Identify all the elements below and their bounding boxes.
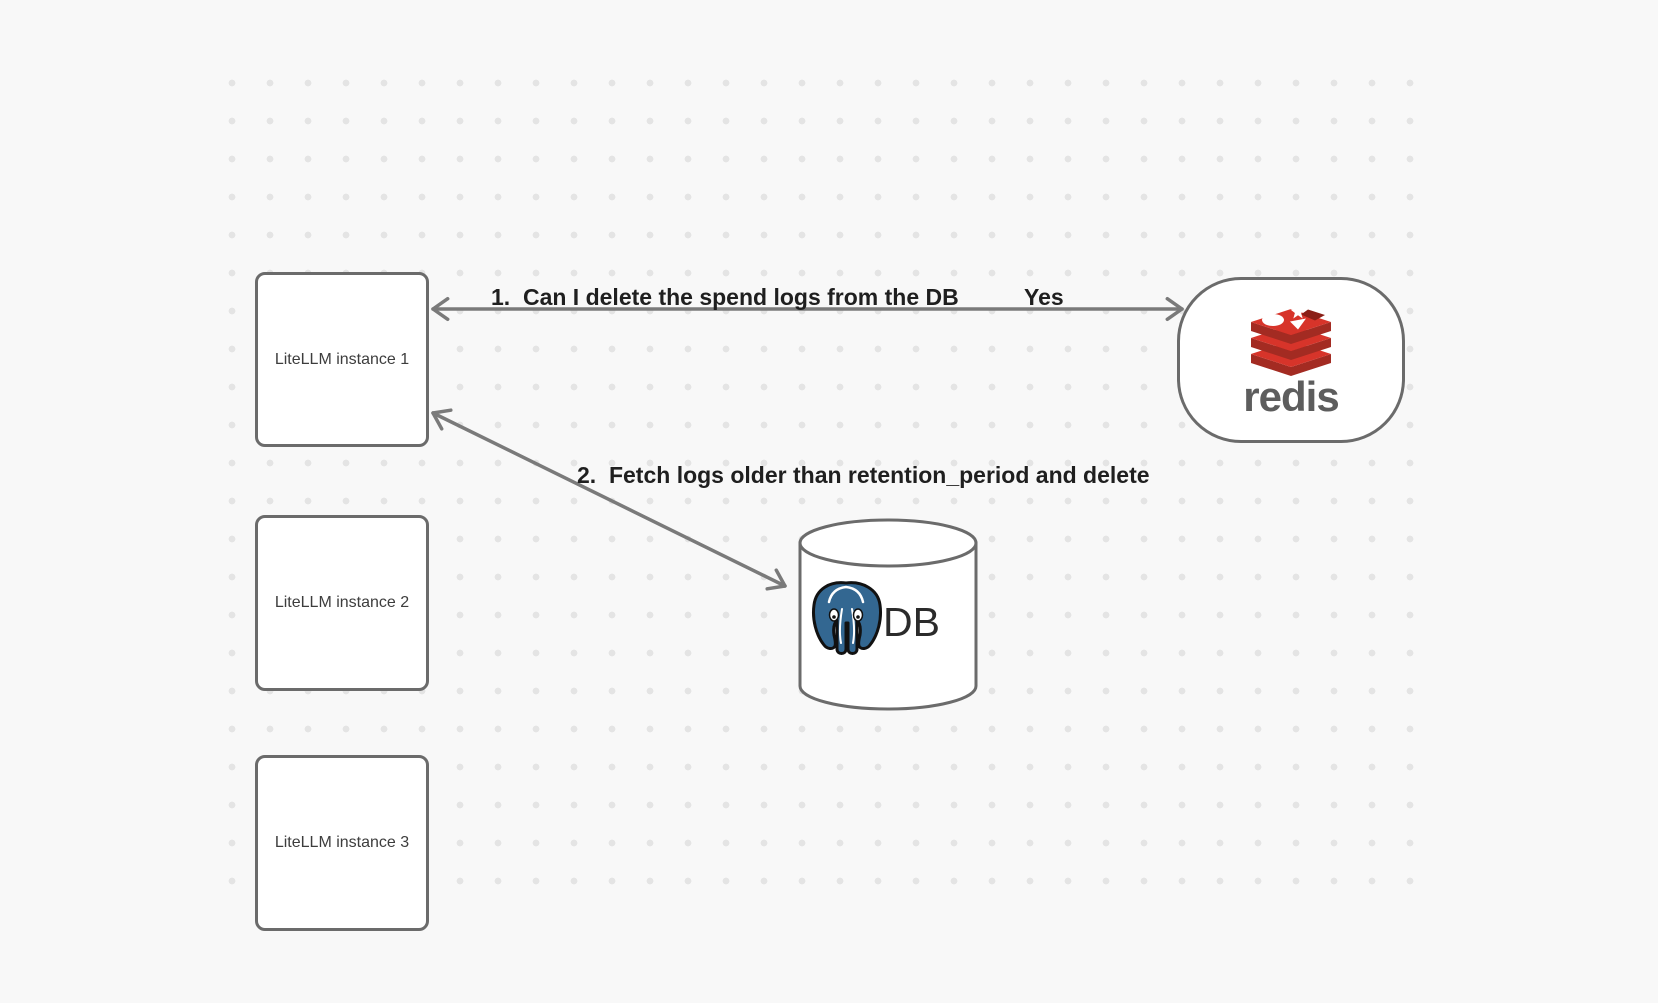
redis-notch [1301, 309, 1325, 321]
arrow-fetch-logs [431, 408, 787, 591]
node-redis: redis [1177, 277, 1405, 443]
db-label: DB [883, 599, 940, 645]
arrow-2-label: 2. Fetch logs older than retention_perio… [577, 462, 1150, 488]
node-litellm-instance-2: LiteLLM instance 2 [255, 515, 429, 691]
node-label: LiteLLM instance 2 [274, 594, 410, 612]
arrow-spend-logs-question [431, 296, 1184, 322]
postgresql-elephant-icon [812, 581, 882, 655]
redis-wordmark: redis [1243, 373, 1339, 420]
arrowhead-left-icon [431, 296, 450, 322]
arrow-1-label: 1. Can I delete the spend logs from the … [491, 284, 959, 310]
node-label: LiteLLM instance 3 [274, 834, 410, 852]
arrowhead-right-icon [1165, 296, 1184, 322]
arrow-1-reply: Yes [1024, 284, 1064, 310]
node-litellm-instance-1: LiteLLM instance 1 [255, 272, 429, 447]
node-label: LiteLLM instance 1 [274, 350, 410, 368]
node-litellm-instance-3: LiteLLM instance 3 [255, 755, 429, 931]
redis-triangle [1290, 318, 1306, 330]
redis-circle [1262, 314, 1284, 326]
arrowhead-upper-icon [431, 408, 453, 431]
arrowhead-lower-icon [765, 568, 787, 591]
redis-star [1290, 304, 1306, 319]
redis-logo-icon [1251, 304, 1331, 376]
arrow-line [431, 411, 787, 588]
